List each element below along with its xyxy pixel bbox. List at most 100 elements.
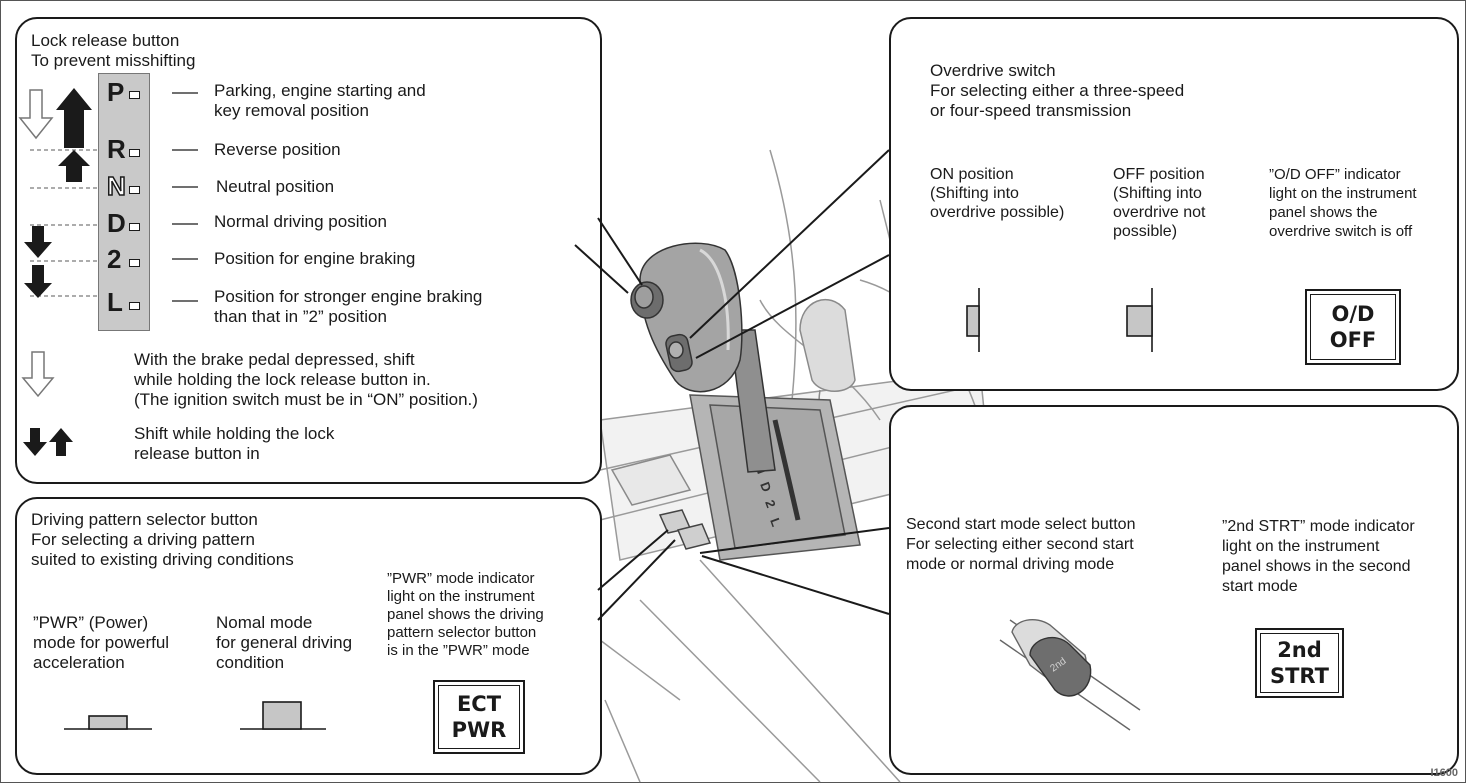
pwr-label: PWR xyxy=(451,718,507,742)
od-off-line3: overdrive not xyxy=(1113,204,1206,221)
n-position-label: Neutral position xyxy=(216,177,335,196)
p-label-line2: key removal position xyxy=(214,101,369,120)
pattern-title-line2: For selecting a driving pattern xyxy=(31,530,255,549)
pwr-indicator-line5: is in the ”PWR” mode xyxy=(387,642,530,659)
black-legend-line2: release button in xyxy=(134,444,260,463)
black-down-arrow-icon xyxy=(24,226,52,258)
pwr-mode-line1: ”PWR” (Power) xyxy=(33,613,149,632)
pwr-indicator-line3: panel shows the driving xyxy=(387,606,544,623)
shift-arrows xyxy=(18,88,198,456)
2-position-label: Position for engine braking xyxy=(214,249,416,268)
od-indicator-line3: panel shows the xyxy=(1269,204,1378,221)
gear-p: P xyxy=(107,77,125,107)
black-up-arrow-icon xyxy=(56,88,92,148)
normal-mode-label: Nomal mode for general driving condition xyxy=(216,613,352,673)
gear-n-slot xyxy=(129,186,140,194)
od-label: O/D xyxy=(1331,302,1375,326)
black-up-arrow-icon xyxy=(58,150,90,182)
overdrive-title-line1: Overdrive switch xyxy=(930,61,1056,80)
pwr-mode-line3: acceleration xyxy=(33,653,125,672)
second-label: 2nd xyxy=(1277,638,1322,662)
od-off-position-label: OFF position (Shifting into overdrive no… xyxy=(1113,165,1206,241)
lock-release-label: Lock release button xyxy=(31,31,180,50)
second-start-line1: Second start mode select button xyxy=(906,516,1136,533)
od-off-line4: possible) xyxy=(1113,223,1178,240)
pwr-indicator-line2: light on the instrument xyxy=(387,588,535,605)
strt-indicator-line3: panel shows in the second xyxy=(1222,558,1411,575)
od-indicator-line2: light on the instrument xyxy=(1269,185,1417,202)
gear-n: N xyxy=(106,170,126,202)
gear-position-indicator: P R N D 2 L xyxy=(98,73,150,331)
od-on-line1: ON position xyxy=(930,166,1014,183)
black-legend-line1: Shift while holding the lock xyxy=(134,424,335,443)
od-off-line1: OFF position xyxy=(1113,166,1205,183)
gear-r-slot xyxy=(129,149,140,157)
lock-release-title: Lock release button To prevent misshifti… xyxy=(31,31,195,71)
pwr-mode-label: ”PWR” (Power) mode for powerful accelera… xyxy=(33,613,169,673)
normal-mode-line2: for general driving xyxy=(216,633,353,652)
overdrive-title-line3: or four-speed transmission xyxy=(930,101,1132,120)
normal-mode-line1: Nomal mode xyxy=(216,613,313,632)
misshift-note: To prevent misshifting xyxy=(31,51,196,70)
od-on-position-label: ON position (Shifting into overdrive pos… xyxy=(930,165,1064,222)
pattern-title-line3: suited to existing driving conditions xyxy=(31,550,294,569)
overdrive-title: Overdrive switch For selecting either a … xyxy=(930,61,1184,121)
r-position-label: Reverse position xyxy=(214,140,341,159)
pwr-mode-line2: mode for powerful xyxy=(33,633,170,652)
white-arrow-legend: With the brake pedal depressed, shift wh… xyxy=(134,350,478,410)
off-label: OFF xyxy=(1329,328,1377,352)
strt-indicator-line2: light on the instrument xyxy=(1222,538,1380,555)
p-label-line1: Parking, engine starting and xyxy=(214,81,426,100)
normal-mode-line3: condition xyxy=(216,653,285,672)
second-start-title: Second start mode select button For sele… xyxy=(906,515,1135,575)
white-legend-line2: while holding the lock release button in… xyxy=(134,370,431,389)
pwr-button-raised-icon xyxy=(64,715,152,730)
od-switch-on-icon xyxy=(966,288,980,352)
second-strt-indicator: 2nd STRT xyxy=(1255,628,1344,698)
normal-button-pressed-icon xyxy=(240,701,326,730)
second-start-line2: For selecting either second start xyxy=(906,536,1134,553)
second-start-line3: mode or normal driving mode xyxy=(906,556,1115,573)
gear-p-slot xyxy=(129,91,140,99)
pattern-title-line1: Driving pattern selector button xyxy=(31,510,258,529)
gear-l-slot xyxy=(129,302,140,310)
white-legend-line1: With the brake pedal depressed, shift xyxy=(134,350,415,369)
second-start-panel xyxy=(889,405,1459,775)
gear-d: D xyxy=(107,208,126,238)
gear-r: R xyxy=(107,134,126,164)
gear-2: 2 xyxy=(107,244,122,274)
pattern-title: Driving pattern selector button For sele… xyxy=(31,510,294,570)
od-on-line3: overdrive possible) xyxy=(930,204,1065,221)
legend-black-up-arrow-icon xyxy=(49,428,73,456)
ect-label: ECT xyxy=(456,692,502,716)
shift-lever xyxy=(630,242,776,473)
pwr-indicator-line1: ”PWR” mode indicator xyxy=(387,570,535,587)
od-off-line2: (Shifting into xyxy=(1113,185,1202,202)
strt-indicator-line4: start mode xyxy=(1222,578,1298,595)
console-mode-buttons xyxy=(658,509,712,550)
svg-text:2: 2 xyxy=(762,498,779,510)
od-indicator-line4: overdrive switch is off xyxy=(1269,223,1413,240)
white-legend-line3: (The ignition switch must be in “ON” pos… xyxy=(134,390,478,409)
l-position-label: Position for stronger engine braking tha… xyxy=(214,287,482,327)
p-position-label: Parking, engine starting and key removal… xyxy=(214,81,426,121)
overdrive-title-line2: For selecting either a three-speed xyxy=(930,81,1185,100)
strt-indicator-line1: ”2nd STRT” mode indicator xyxy=(1222,518,1415,535)
black-down-arrow-icon xyxy=(24,265,52,298)
od-off-indicator: O/D OFF xyxy=(1305,289,1401,365)
od-off-indicator-description: ”O/D OFF” indicator light on the instrum… xyxy=(1269,165,1417,241)
d-position-label: Normal driving position xyxy=(214,212,387,231)
gear-2-slot xyxy=(129,259,140,267)
legend-black-down-arrow-icon xyxy=(23,428,47,456)
od-switch-off-icon xyxy=(1126,288,1153,352)
pwr-indicator-line4: pattern selector button xyxy=(387,624,537,641)
gear-d-slot xyxy=(129,223,140,231)
l-label-line2: than that in ”2” position xyxy=(214,307,387,326)
strt-label: STRT xyxy=(1269,664,1329,688)
white-arrow-icon xyxy=(18,89,54,140)
console-tray xyxy=(610,454,692,506)
pattern-button-icons xyxy=(64,701,326,730)
